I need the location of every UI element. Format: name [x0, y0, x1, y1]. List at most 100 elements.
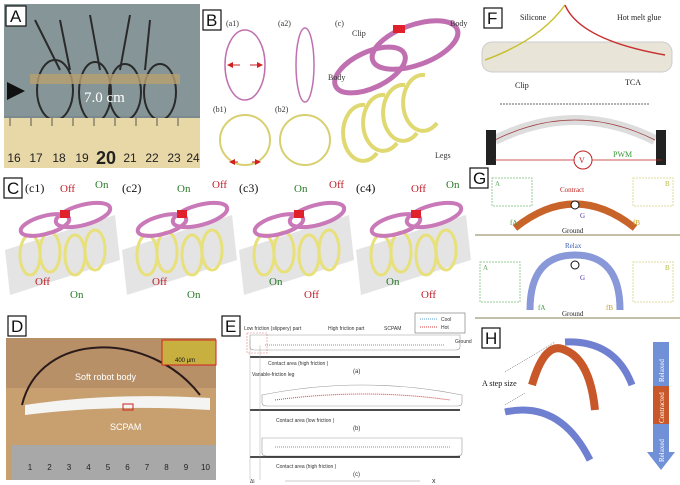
ruler: [4, 118, 200, 168]
ruler-tick: 16: [7, 151, 21, 165]
state-label: (c2): [122, 181, 141, 195]
contact-label: Contact area (high friction ): [276, 464, 337, 470]
state-label: Off: [411, 183, 426, 195]
contact-label: Contact area (low friction ): [276, 418, 335, 424]
delta-label: Δl: [250, 479, 254, 485]
ruler-tick: 22: [145, 151, 159, 165]
ruler-tick: 10: [201, 463, 210, 472]
state-label: Off: [152, 276, 167, 288]
state-label: Off: [212, 179, 227, 191]
step-size-label: A step size: [482, 379, 517, 388]
ruler-tick: 17: [29, 151, 43, 165]
ruler-tick: 18: [52, 151, 66, 165]
sub-label: (b2): [275, 105, 289, 114]
inset-label: B: [665, 264, 670, 272]
axis-label: x: [432, 478, 436, 485]
state-label: (c3): [239, 181, 258, 195]
legend-cool: Cool: [441, 317, 451, 323]
state-label: Off: [60, 183, 75, 195]
panel-label: B: [206, 11, 217, 30]
body-label: Body: [328, 73, 345, 82]
relaxed-body: [526, 251, 624, 311]
state-label: Off: [35, 276, 50, 288]
state-label: Contracted: [658, 392, 666, 423]
panel-label: H: [485, 329, 497, 348]
gravity-label: G: [580, 274, 585, 282]
ruler-tick: 24: [186, 151, 200, 165]
leg-rings: [341, 72, 439, 163]
ruler-tick: 6: [125, 463, 130, 472]
clip-shape: [393, 25, 405, 33]
sub-label: (a): [353, 369, 360, 375]
panel-label: G: [473, 169, 486, 188]
sub-label: (b1): [213, 105, 227, 114]
ruler-tick: 8: [164, 463, 169, 472]
legs-label: Legs: [435, 151, 451, 160]
ruler-tick: 7: [145, 463, 150, 472]
ruler-tick: 4: [86, 463, 91, 472]
state-label: Off: [421, 289, 436, 301]
inset-label: A: [495, 180, 500, 188]
state-label: Relaxed: [658, 359, 666, 382]
friction-a: fA: [510, 219, 517, 227]
ruler-tick: 5: [106, 463, 111, 472]
state-label: (c4): [356, 181, 375, 195]
panel-label: D: [11, 317, 23, 336]
panel-b: B (a1) (a2) (b1) (b2) (c) Clip Body Bo: [202, 9, 467, 166]
ground-label: Ground: [562, 227, 584, 235]
state-label: (c1): [25, 181, 44, 195]
inset-label: B: [665, 180, 670, 188]
panel-e: E Cool Hot Low friction (slippery) part …: [221, 312, 472, 485]
friction-a: fA: [538, 304, 545, 312]
leg-label: Variable-friction leg: [252, 372, 295, 378]
clip-label: Clip: [352, 29, 366, 38]
low-friction-label: Low friction (slippery) part: [244, 326, 302, 332]
ground-label: Ground: [455, 339, 472, 345]
gravity-label: G: [580, 212, 585, 220]
panel-label: F: [487, 9, 497, 28]
panel-label: E: [225, 317, 236, 336]
body-label: Soft robot body: [75, 372, 137, 382]
ruler-tick: 20: [96, 148, 116, 168]
ruler: [12, 445, 216, 480]
sub-label: (a2): [278, 19, 291, 28]
state-label: On: [446, 179, 460, 191]
state-label: On: [386, 276, 400, 288]
muscle-label: SCPAM: [110, 422, 141, 432]
inset-label: A: [483, 264, 488, 272]
ruler-tick: 21: [123, 151, 137, 165]
panel-h: H A step size Relaxed Contracted Relaxed: [481, 327, 675, 470]
legend: [414, 312, 466, 334]
voltage-label: V: [579, 156, 585, 165]
ruler-tick: 3: [67, 463, 72, 472]
friction-b: fB: [606, 304, 613, 312]
sub-label: (a1): [226, 19, 239, 28]
contact-label: Contact area (high friction ): [268, 361, 329, 367]
panel-label: C: [7, 179, 19, 198]
ruler-tick: 23: [167, 151, 181, 165]
silicone-label: Silicone: [520, 13, 547, 22]
state-label: On: [70, 289, 84, 301]
clip-label: Clip: [515, 81, 529, 90]
panel-a: 7.0 cm 16 17 18 19 20 21 22 23 24 A: [4, 4, 200, 168]
state-label: Off: [304, 289, 319, 301]
body-rings: [332, 18, 461, 96]
panel-f: F Silicone Hot melt glue Clip TCA V PWM: [481, 4, 673, 170]
tca-label: TCA: [625, 78, 641, 87]
scpam-label: SCPAM: [384, 326, 401, 332]
pwm-label: PWM: [613, 150, 632, 159]
panel-label: A: [10, 7, 22, 26]
glue-label: Hot melt glue: [617, 13, 661, 22]
high-friction-label: High friction part: [328, 326, 365, 332]
state-label: Off: [329, 179, 344, 191]
silicone-body: [481, 41, 673, 73]
state-label: On: [269, 276, 283, 288]
relax-label: Relax: [565, 242, 582, 250]
friction-b: fB: [633, 219, 640, 227]
panel-g: G A B Contract G Ground fA fB A B Relax …: [469, 167, 680, 319]
